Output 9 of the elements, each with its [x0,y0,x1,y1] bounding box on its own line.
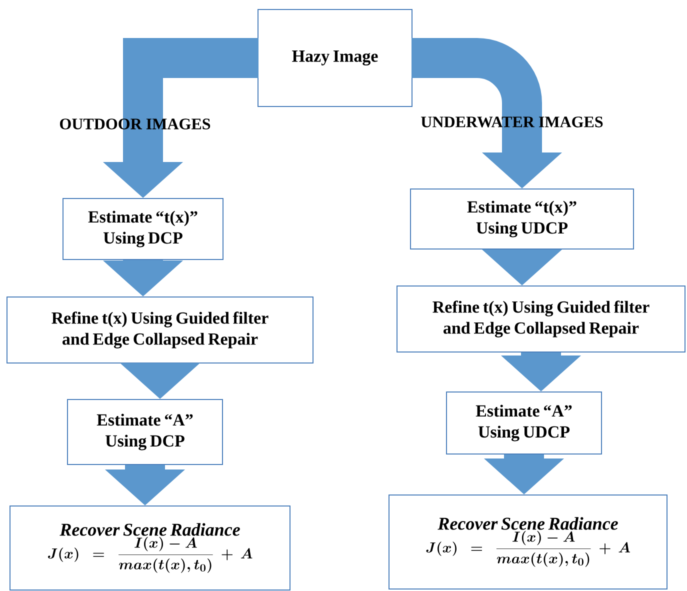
process-box: Estimate “A” Using UDCP [446,392,602,454]
process-box: Refine t(x) Using Guided filter and Edge Collapsed Repair [6,296,314,364]
process-box: Estimate “t(x)” Using DCP [62,198,224,260]
formula-box: Recover Scene Radiance $J(x)=\frac{I(x)-A}{max(t(x),t_{0})}+A$ [10,506,290,590]
process-box: Estimate “A” Using DCP [67,399,223,465]
formula-box: Recover Scene Radiance $J(x)=\frac{I(x)-A}{max(t(x),t_{0})}+A$ [388,494,668,590]
input-box: Hazy Image [258,9,412,107]
process-box: Refine t(x) Using Guided filter and Edge Collapsed Repair [396,286,686,352]
process-box: Estimate “t(x)” Using UDCP [410,188,634,250]
